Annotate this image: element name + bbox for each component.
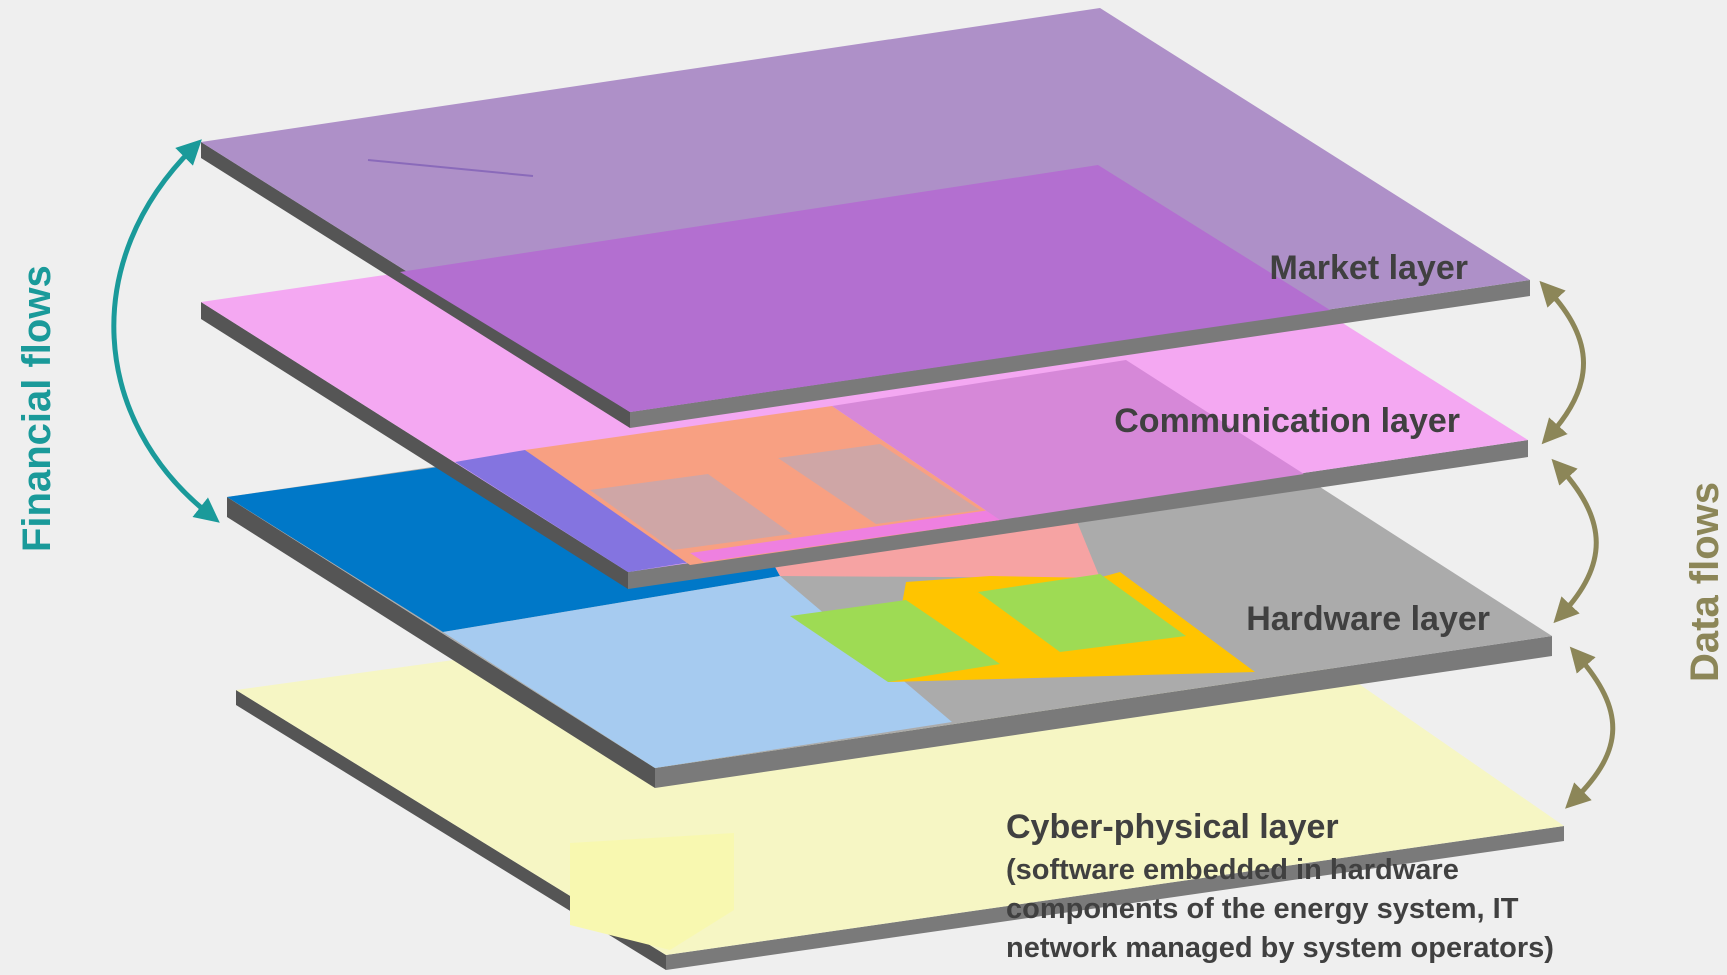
cyber-physical-layer-desc-line1: (software embedded in hardware (1006, 854, 1459, 886)
cyber-physical-layer-desc-line3: network managed by system operators) (1006, 932, 1554, 964)
market-layer (201, 8, 1530, 428)
data-flows-arrow-market-communication (1539, 280, 1586, 445)
cyber-layer-highlight (570, 833, 734, 950)
hardware-region-green-right (978, 574, 1186, 652)
hardware-layer-label: Hardware layer (1246, 600, 1490, 638)
data-flows-label: Data flows (1683, 482, 1727, 682)
communication-layer-front-edge (628, 440, 1528, 589)
financial-flows-arrow (111, 139, 220, 523)
communication-region-mauve (590, 474, 792, 550)
market-region-inner (400, 165, 1330, 412)
communication-region-violet (455, 450, 704, 572)
cyber-physical-layer-desc-line2: components of the energy system, IT (1006, 893, 1519, 925)
communication-layer-left-edge (201, 302, 628, 589)
communication-region-magenta-strip (690, 510, 1000, 562)
market-layer-left-edge (201, 142, 630, 428)
cyber-layer-front-edge (666, 826, 1564, 970)
market-layer-stroke (367, 159, 534, 177)
hardware-layer-front-edge (655, 636, 1552, 788)
market-layer-front-edge (630, 280, 1530, 428)
cyber-physical-layer-title: Cyber-physical layer (1006, 808, 1339, 846)
cyber-layer-left-edge (236, 690, 666, 970)
hardware-layer-left-edge (227, 497, 655, 788)
market-layer-label: Market layer (1270, 249, 1468, 287)
hardware-region-green-left (790, 600, 1000, 682)
data-flows-arrow-hardware-cyber (1565, 646, 1616, 809)
financial-flows-label: Financial flows (15, 265, 59, 552)
communication-layer-label: Communication layer (1114, 402, 1460, 440)
communication-region-purple (832, 360, 1304, 520)
communication-region-mauve-right (778, 444, 980, 524)
data-flows-arrow-communication-hardware (1551, 458, 1599, 624)
